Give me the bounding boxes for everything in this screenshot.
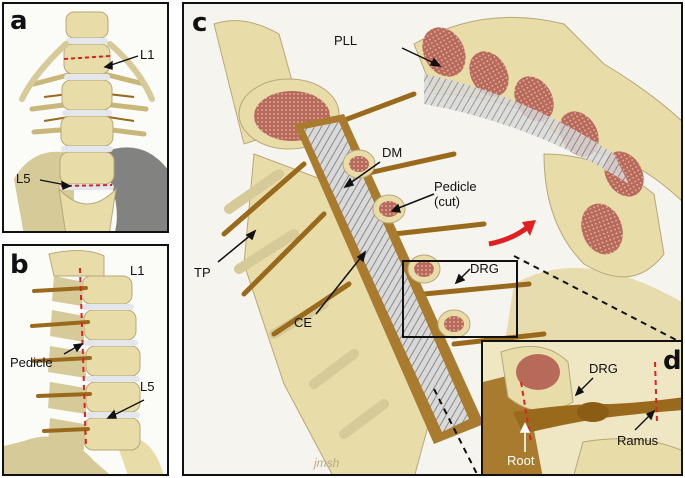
panel-c-inset-outline (402, 260, 518, 338)
panel-c-dm-label: DM (382, 145, 403, 160)
panel-a-l5-label: L5 (16, 171, 31, 186)
panel-b-l1-label: L1 (130, 263, 145, 278)
panel-c-label: c (192, 8, 208, 38)
panel-a-illustration (4, 4, 167, 231)
panel-d-root-label: Root (507, 453, 535, 468)
panel-b-label: b (10, 250, 29, 280)
panel-b-l5-label: L5 (140, 379, 155, 394)
panel-d-illustration (483, 342, 681, 474)
panel-a: a L1 L5 (2, 2, 169, 233)
panel-c: c PLL DM Pedicle (cut) TP CE DRG jmsh (182, 2, 683, 476)
panel-c-drg-label: DRG (470, 261, 499, 276)
panel-d-ramus-label: Ramus (617, 433, 659, 448)
panel-b: b L1 Pedicle L5 (2, 244, 169, 476)
panel-d-label: d (663, 346, 682, 376)
panel-c-pll-label: PLL (334, 33, 358, 48)
panel-b-pedicle-label: Pedicle (10, 355, 53, 370)
panel-c-pedicle-label: Pedicle (cut) (434, 179, 477, 209)
panel-c-ce-label: CE (294, 315, 313, 330)
panel-c-tp-label: TP (194, 265, 211, 280)
panel-d: d DRG Ramus Root (481, 340, 683, 476)
panel-a-label: a (10, 6, 28, 36)
artist-signature: jmsh (314, 456, 340, 470)
panel-c-illustration (184, 4, 681, 474)
panel-a-l1-label: L1 (140, 47, 155, 62)
panel-d-drg-label: DRG (589, 361, 618, 376)
panel-b-illustration (4, 246, 167, 474)
